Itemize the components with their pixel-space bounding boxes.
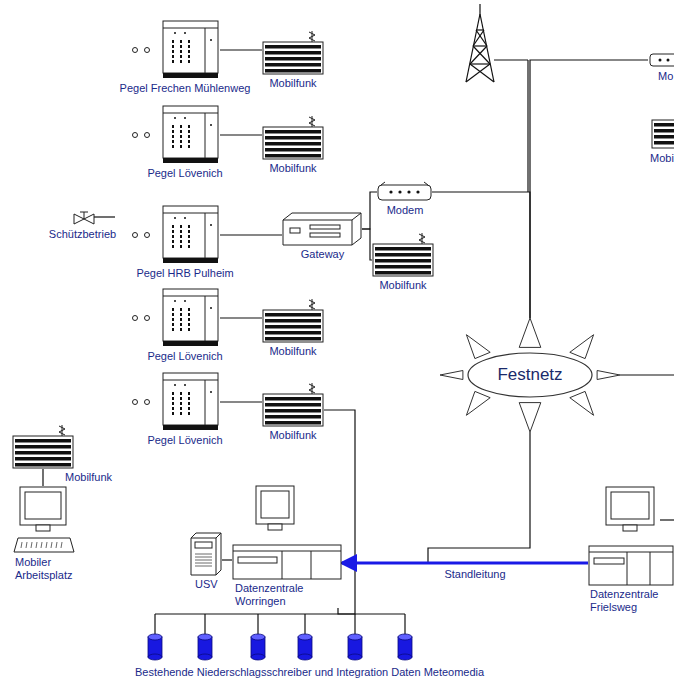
gauge-station-icon bbox=[115, 20, 220, 80]
data-center: Datenzentrale Worringen bbox=[232, 485, 342, 608]
gauge-station-icon bbox=[115, 288, 220, 348]
network-link bbox=[42, 469, 43, 486]
network-link bbox=[220, 49, 262, 50]
node-label: Modem bbox=[376, 204, 434, 217]
node-label: Pegel Lövenich bbox=[115, 167, 255, 180]
node-label: Schützbetrieb bbox=[40, 228, 125, 241]
node-label: Pegel Lövenich bbox=[115, 434, 255, 447]
node-label: Mobilfunk bbox=[260, 429, 326, 442]
network-link bbox=[432, 192, 530, 318]
node-label: Mobiler Arbeitsplatz bbox=[12, 556, 82, 582]
gauge-station-icon bbox=[115, 372, 220, 432]
cellular-modem: Mobilfunk bbox=[260, 30, 326, 90]
edge-label: Standleitung bbox=[442, 568, 507, 581]
cellular-modem-icon bbox=[262, 115, 324, 160]
network-link bbox=[94, 216, 115, 217]
node-label: Mo bbox=[648, 70, 674, 83]
cellular-modem-icon bbox=[372, 232, 434, 277]
ups-unit: USV bbox=[190, 532, 230, 591]
cellular-modem-icon bbox=[650, 118, 674, 150]
data-center: Datenzentrale Frielsweg bbox=[588, 486, 674, 614]
valve-symbol: Schützbetrieb bbox=[40, 210, 125, 241]
cellular-modem-icon bbox=[12, 424, 74, 469]
caption-note: Bestehende Niederschlagsschreiber und In… bbox=[133, 666, 486, 679]
gauge-station: Pegel Lövenich bbox=[115, 372, 255, 447]
node-label: Mobilfunk bbox=[260, 77, 326, 90]
node-label: Pegel Lövenich bbox=[115, 350, 255, 363]
network-link bbox=[220, 134, 262, 135]
gateway-device: Gateway bbox=[280, 212, 365, 261]
modem-device-icon bbox=[648, 52, 674, 68]
network-link bbox=[220, 234, 282, 235]
network-link bbox=[324, 410, 355, 614]
cellular-modem: Mobilfunk bbox=[370, 232, 436, 292]
network-link bbox=[342, 432, 530, 563]
node-label: Mobi bbox=[646, 152, 674, 165]
gauge-station-icon bbox=[115, 105, 220, 165]
workstation: Mobiler Arbeitsplatz bbox=[12, 486, 82, 582]
node-label: Pegel HRB Pulheim bbox=[115, 267, 255, 280]
node-label: Datenzentrale Frielsweg bbox=[588, 588, 674, 614]
cellular-modem: Mobilfunk bbox=[260, 298, 326, 358]
radio-tower bbox=[466, 4, 494, 82]
workstation-icon bbox=[12, 486, 76, 554]
modem-device: Mo bbox=[648, 52, 674, 83]
network-link bbox=[220, 317, 262, 318]
gauge-station: Pegel Frechen Mühlenweg bbox=[115, 20, 255, 95]
cellular-modem: Mobilfunk bbox=[260, 115, 326, 175]
cellular-modem-icon bbox=[262, 30, 324, 75]
cellular-modem: Mobilfunk bbox=[10, 424, 120, 484]
gauge-station-icon bbox=[115, 205, 220, 265]
modem-device-icon bbox=[377, 182, 432, 202]
node-label: Gateway bbox=[280, 248, 365, 261]
gateway-device-icon bbox=[282, 212, 362, 246]
gauge-station: Pegel Lövenich bbox=[115, 105, 255, 180]
network-link bbox=[362, 229, 372, 260]
node-label: Pegel Frechen Mühlenweg bbox=[115, 82, 255, 95]
ups-unit-icon bbox=[190, 532, 222, 576]
modem-device: Modem bbox=[376, 182, 434, 217]
cellular-modem-icon bbox=[262, 298, 324, 343]
gauge-station: Pegel HRB Pulheim bbox=[115, 205, 255, 280]
node-label: Mobilfunk bbox=[10, 471, 120, 484]
node-label: Mobilfunk bbox=[260, 345, 326, 358]
cellular-modem: Mobi bbox=[646, 118, 674, 165]
cellular-modem: Mobilfunk bbox=[260, 382, 326, 442]
valve-symbol-icon bbox=[74, 210, 94, 226]
data-center-icon bbox=[588, 486, 674, 586]
node-label: Festnetz bbox=[440, 365, 620, 385]
cellular-modem-icon bbox=[262, 382, 324, 427]
data-center-icon bbox=[232, 485, 342, 580]
network-link bbox=[362, 192, 377, 229]
node-label: Datenzentrale Worringen bbox=[232, 582, 342, 608]
node-label: Mobilfunk bbox=[260, 162, 326, 175]
node-label: USV bbox=[190, 578, 230, 591]
gauge-station: Pegel Lövenich bbox=[115, 288, 255, 363]
network-link bbox=[220, 401, 262, 402]
network-link bbox=[222, 559, 232, 560]
leased-line bbox=[342, 562, 588, 565]
network-link bbox=[530, 60, 648, 318]
network-cloud: Festnetz bbox=[440, 318, 620, 432]
rain-gauges bbox=[155, 614, 405, 636]
node-label: Mobilfunk bbox=[370, 279, 436, 292]
